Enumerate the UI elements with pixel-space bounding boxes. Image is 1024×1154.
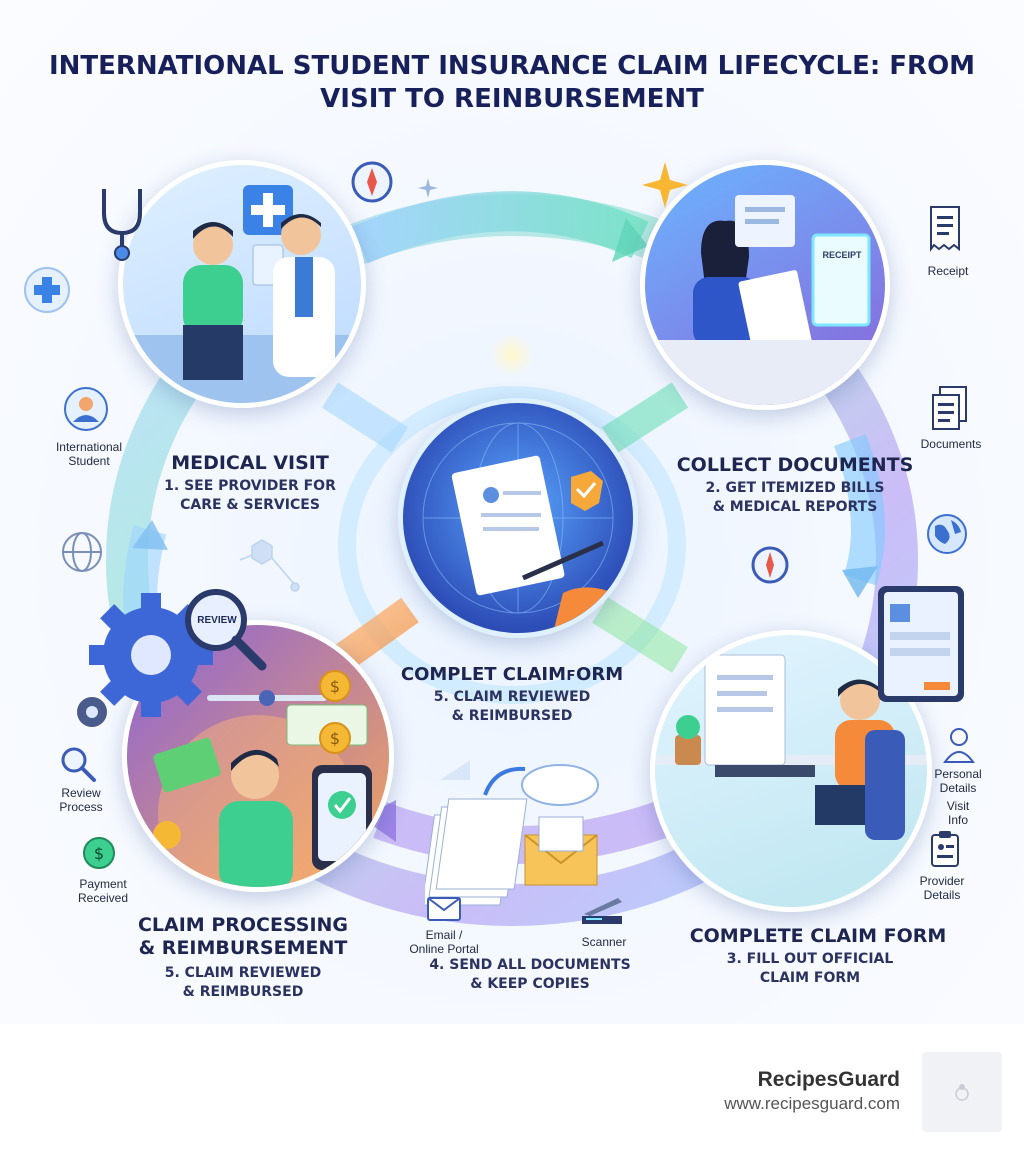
connector-arrow-bl (331, 597, 419, 673)
doctor-patient-scene (123, 185, 361, 403)
email-portal-label: Email / Online Portal (409, 928, 479, 956)
svg-text:$: $ (330, 729, 340, 748)
collect-documents-desc: 2. GET ITEMIZED BILLS & MEDICAL REPORTS (705, 480, 885, 515)
review-process-label: Review Process (59, 786, 103, 814)
clipboard-icon (931, 831, 959, 867)
medical-visit-desc: 1. SEE PROVIDER FOR CARE & SERVICES (164, 478, 336, 513)
receipt-tag: RECEIPT (822, 250, 862, 260)
receipt-label: Receipt (927, 264, 969, 278)
brand-name: RecipesGuard (757, 1068, 900, 1091)
processing-title: CLAIM PROCESSING & REIMBURSEMENT (137, 914, 349, 959)
flow-arrow-right (834, 434, 885, 586)
processing-desc: 5. CLAIM REVIEWED & REIMBURSED (164, 965, 322, 1000)
network-graphic (239, 539, 300, 592)
sparkle-icon (642, 162, 688, 208)
flow-arrowhead-right (842, 566, 878, 598)
decor-triangle (440, 760, 470, 780)
sparkle-icon (418, 178, 438, 198)
globe-icon (62, 532, 102, 572)
envelope-icon (427, 897, 461, 921)
connector-arrow-tl (321, 382, 409, 453)
magnifier-icon (61, 747, 96, 782)
receipt-icon (930, 206, 960, 252)
provider-details-label: Provider Details (919, 874, 965, 902)
connector-arrow-tr (601, 382, 689, 453)
svg-text:$: $ (94, 844, 104, 863)
documents-label: Documents (920, 437, 982, 451)
center-stage-title: COMPLET CLAIMꜰORM (400, 664, 624, 685)
complete-form-title: COMPLETE CLAIM FORM (689, 925, 947, 947)
claim-form-center-illustration (398, 398, 638, 638)
compass-icon (351, 161, 393, 203)
connector-arrow-br (592, 597, 688, 673)
flow-arrowhead-left (132, 520, 168, 550)
envelope-icon (524, 816, 598, 886)
scanner-icon (582, 898, 622, 924)
page-title: INTERNATIONAL STUDENT INSURANCE CLAIM LI… (48, 51, 976, 114)
medical-visit-illustration (118, 160, 366, 408)
international-student-label: International Student (55, 440, 123, 468)
paper-stack (425, 798, 528, 906)
complete-form-desc: 3. FILL OUT OFFICIAL CLAIM FORM (726, 951, 894, 986)
glow-spark (490, 333, 534, 377)
personal-details-label: Personal Details (934, 767, 982, 795)
inner-ring (338, 386, 686, 704)
form-filling-scene (655, 654, 927, 840)
flow-arrow-top (352, 191, 649, 264)
send-documents-illustration (425, 764, 599, 906)
medical-visit-title: MEDICAL VISIT (171, 452, 329, 474)
review-tag: REVIEW (197, 615, 237, 626)
svg-text:$: $ (330, 677, 340, 696)
review-gear-group (77, 589, 267, 727)
medical-cross-icon (24, 267, 70, 313)
small-gear-icon (77, 697, 107, 727)
tablet-icon (878, 586, 964, 702)
collect-documents-illustration (640, 160, 890, 410)
collect-documents-title: COLLECT DOCUMENTS (676, 454, 914, 476)
brand-url[interactable]: www.recipesguard.com (724, 1094, 900, 1113)
document-icon (932, 386, 967, 430)
user-icon (64, 387, 108, 431)
signing-form-scene (422, 422, 633, 633)
compass-icon (751, 546, 789, 584)
coin-icon: $ (83, 837, 115, 869)
send-documents-desc: 4. SEND ALL DOCUMENTS & KEEP COPIES (429, 957, 631, 992)
upload-arrow (483, 766, 526, 796)
cloud-icon (521, 764, 599, 806)
payment-received-label: Payment Received (77, 877, 129, 905)
stethoscope-icon (102, 189, 142, 261)
footer: RecipesGuard www.recipesguard.com (0, 1024, 1024, 1154)
globe-icon (927, 514, 967, 554)
infographic-canvas: INTERNATIONAL STUDENT INSURANCE CLAIM LI… (0, 0, 1024, 1024)
visit-info-label: Visit Info (946, 799, 970, 827)
person-icon (943, 728, 975, 763)
logo-icon (955, 1084, 969, 1101)
center-stage-desc: 5. CLAIM REVIEWED & REIMBURSED (433, 689, 591, 724)
flow-arrowhead-top (612, 218, 648, 262)
brand-logo (922, 1052, 1002, 1132)
coin-icon: $ $ (319, 670, 351, 754)
scanner-label: Scanner (581, 935, 627, 949)
magnifier-icon (185, 589, 267, 671)
complete-form-illustration (650, 630, 932, 912)
flow-arrowhead-bottom (362, 800, 396, 842)
